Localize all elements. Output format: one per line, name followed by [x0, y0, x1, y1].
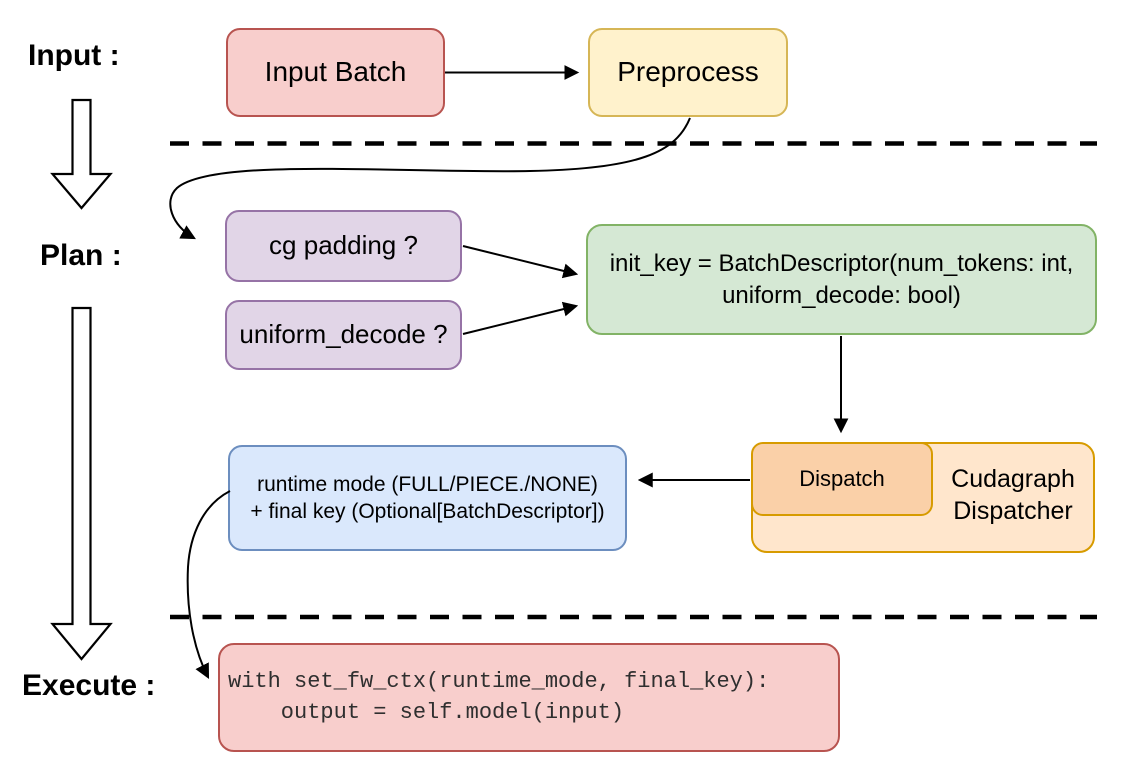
arrow-uniform-decode-to-init-key	[462, 301, 579, 335]
stage-label-input: Input :	[28, 39, 120, 72]
execute-code-line1: with set_fw_ctx(runtime_mode, final_key)…	[228, 669, 770, 695]
flow-arrow-input-to-plan-icon	[50, 98, 113, 210]
node-init-key-line2: uniform_decode: bool)	[722, 281, 961, 309]
stage-label-execute: Execute :	[22, 669, 156, 702]
cudagraph-dispatcher-line2: Dispatcher	[953, 497, 1073, 525]
node-cg-padding: cg padding ?	[225, 210, 462, 282]
cudagraph-dispatcher-line1: Cudagraph	[951, 465, 1075, 493]
node-runtime-mode-line1: runtime mode (FULL/PIECE./NONE)	[257, 472, 598, 496]
node-uniform-decode: uniform_decode ?	[225, 300, 462, 370]
execute-code-line2: output = self.model(input)	[228, 699, 625, 725]
stage-label-plan: Plan :	[40, 239, 122, 272]
node-preprocess: Preprocess	[588, 28, 788, 117]
node-preprocess-label: Preprocess	[617, 56, 759, 88]
node-execute-code: with set_fw_ctx(runtime_mode, final_key)…	[218, 643, 840, 752]
node-init-key-line1: init_key = BatchDescriptor(num_tokens: i…	[609, 250, 1074, 278]
cudagraph-dispatcher-caption: Cudagraph Dispatcher	[933, 463, 1093, 527]
node-dispatch-label: Dispatch	[799, 465, 885, 491]
node-dispatch: Dispatch	[751, 442, 933, 516]
node-runtime-mode-line2: + final key (Optional[BatchDescriptor])	[250, 500, 605, 523]
node-init-key: init_key = BatchDescriptor(num_tokens: i…	[586, 224, 1097, 335]
node-input-batch: Input Batch	[226, 28, 445, 117]
arrow-cg-padding-to-init-key	[462, 245, 579, 279]
node-input-batch-label: Input Batch	[264, 56, 407, 88]
flow-arrow-plan-to-execute-icon	[50, 306, 113, 661]
node-uniform-decode-label: uniform_decode ?	[239, 319, 448, 350]
node-cg-padding-label: cg padding ?	[269, 230, 418, 261]
node-runtime-mode: runtime mode (FULL/PIECE./NONE) + final …	[228, 445, 627, 551]
